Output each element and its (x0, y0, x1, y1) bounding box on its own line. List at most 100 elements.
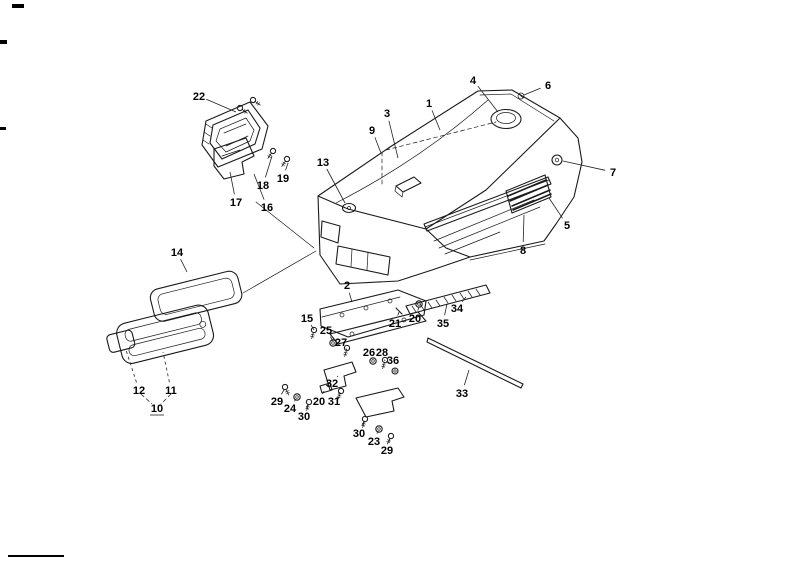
grille-callout-bracket (140, 393, 172, 405)
side-emblem (551, 154, 563, 166)
strip-washer (415, 300, 423, 308)
callout-label: 33 (456, 388, 468, 400)
grille-hole (199, 320, 207, 328)
callout-leader (265, 155, 273, 178)
latch-plate (395, 176, 422, 193)
housing-hatch (202, 123, 213, 145)
side-vent-slats (433, 199, 541, 255)
callout-leader (374, 137, 382, 154)
callout-label: 24 (284, 403, 297, 415)
callout-leader (548, 197, 563, 219)
screw (280, 382, 292, 397)
callout-leader (388, 120, 399, 159)
callout-leader (348, 292, 353, 303)
callout-label: 3 (384, 108, 390, 120)
grille-assembly (106, 304, 215, 405)
callout-leader (329, 336, 334, 342)
headlight-bracket-slot (221, 149, 241, 157)
callout-leader (522, 214, 525, 243)
washer (293, 393, 301, 401)
clip (319, 382, 333, 394)
callout-leader (384, 359, 386, 362)
callout-leader (461, 296, 467, 303)
callout-label: 5 (564, 220, 570, 232)
callout-leader (361, 420, 365, 426)
hood-rear-edge (479, 93, 555, 122)
trim-strip-channel (405, 284, 491, 315)
assembly-line-frame (242, 250, 317, 294)
grille-lens-frame (149, 250, 317, 322)
plate-hole (339, 312, 345, 318)
callout-label: 9 (369, 125, 375, 137)
hood-outline (317, 89, 583, 285)
vent-block (505, 174, 552, 214)
scan-artifact (12, 4, 24, 8)
plate-hole (387, 298, 393, 304)
callout-label: 4 (470, 75, 477, 87)
callout-leader (322, 390, 325, 394)
hood-assembly (317, 89, 583, 285)
side-stripe-decal (423, 176, 552, 232)
callout-label: 11 (165, 385, 177, 397)
callout-label: 32 (326, 378, 338, 390)
callout-leader (431, 110, 441, 131)
callout-label: 20 (409, 313, 421, 325)
callout-label: 35 (437, 318, 449, 330)
callout-leader (477, 86, 499, 113)
callout-label: 34 (451, 303, 464, 315)
mounting-hardware (280, 326, 405, 446)
callout-label: 2 (344, 280, 350, 292)
trim-strip-hatch (411, 288, 481, 313)
callout-label: 27 (335, 337, 347, 349)
callout-label: 30 (353, 428, 365, 440)
headlight-pocket (320, 220, 341, 244)
callout-leader (180, 259, 188, 273)
callout-leader (397, 311, 400, 316)
callout-leader (229, 171, 235, 195)
callout-label: 23 (368, 436, 380, 448)
headlight-lens-lines (223, 123, 249, 147)
callout-label: 13 (317, 157, 329, 169)
side-emblem-center (554, 157, 560, 163)
hinge-grommet (341, 202, 357, 214)
callout-leader (285, 162, 289, 171)
callout-label: 20 (313, 396, 325, 408)
headlight-screw (248, 95, 263, 108)
callout-label: 1 (426, 98, 432, 110)
support-rod (426, 337, 524, 389)
scan-artifact (0, 40, 7, 44)
callout-label: 29 (381, 445, 393, 457)
scan-artifact (0, 127, 6, 130)
hidden-rod-line (385, 121, 497, 151)
screw (303, 398, 313, 412)
callout-leader (444, 303, 448, 316)
screw (359, 415, 369, 429)
callout-label: 10 (151, 403, 163, 415)
assembly-line-headlight (255, 201, 315, 249)
vent-block-hatch (507, 179, 552, 211)
callout-label: 12 (133, 385, 145, 397)
callout-leader (326, 168, 346, 204)
strip-pin (395, 307, 403, 315)
callout-leader (162, 351, 170, 383)
scan-artifacts (0, 4, 64, 557)
callout-label: 31 (328, 396, 340, 408)
callout-leader (345, 348, 348, 351)
callout-label: 14 (171, 247, 184, 259)
callout-leader (306, 403, 309, 409)
callout-leader (388, 437, 391, 443)
front-recess (335, 245, 391, 276)
callout-label: 16 (261, 202, 273, 214)
callout-leader (376, 430, 379, 434)
plate-hole (363, 305, 369, 311)
washer (375, 425, 383, 433)
callout-label: 21 (389, 318, 401, 330)
callout-leader (417, 306, 420, 311)
trim-strip (395, 284, 491, 315)
callout-leader (338, 391, 341, 395)
lens-frame-inner (157, 277, 235, 315)
fuel-cap-inner (496, 112, 516, 124)
scan-artifact (8, 555, 64, 557)
